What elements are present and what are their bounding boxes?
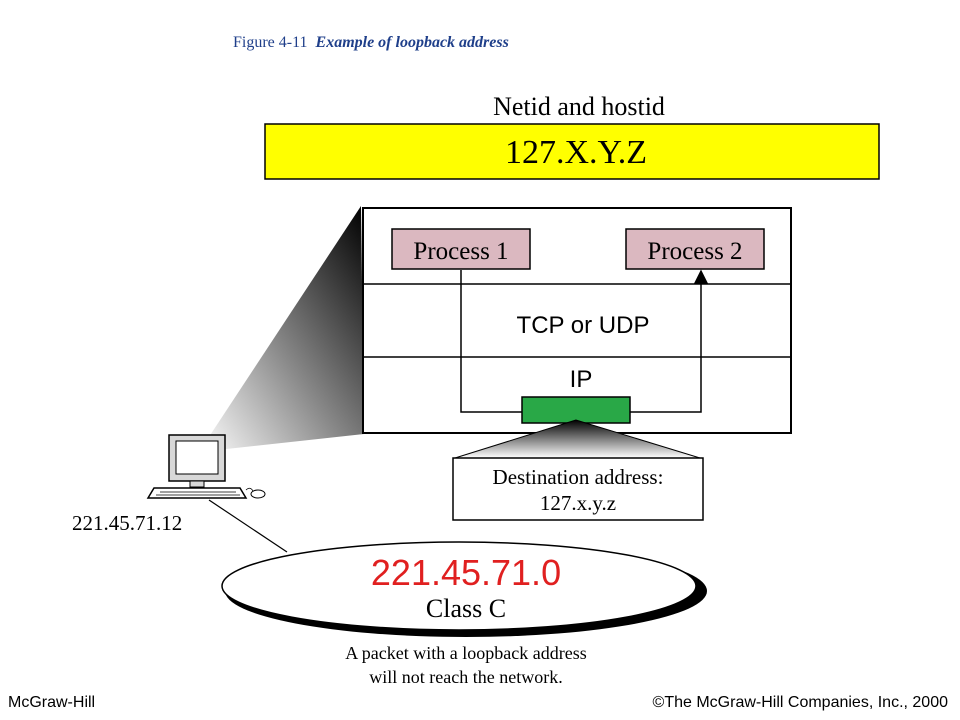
process-2-label: Process 2 bbox=[647, 238, 742, 265]
footer-publisher: McGraw-Hill bbox=[8, 694, 96, 711]
note-line-1: A packet with a loopback address bbox=[345, 643, 586, 663]
computer-ip-label: 221.45.71.12 bbox=[72, 511, 182, 535]
computer-icon bbox=[146, 434, 266, 499]
footer-copyright: ©The McGraw-Hill Companies, Inc., 2000 bbox=[652, 694, 948, 711]
note-line-2: will not reach the network. bbox=[369, 667, 562, 687]
address-heading: Netid and hostid bbox=[493, 92, 665, 121]
process-1-box bbox=[391, 228, 531, 270]
host-stack: Process 1 Process 2 TCP or UDP IP bbox=[362, 207, 792, 434]
process-2-box bbox=[625, 228, 765, 270]
transport-layer-label: TCP or UDP bbox=[517, 312, 650, 339]
address-box bbox=[264, 123, 880, 180]
network-address: 221.45.71.0 bbox=[371, 552, 561, 593]
process-1-label: Process 1 bbox=[413, 238, 508, 265]
zoom-beam bbox=[199, 206, 364, 452]
address-value: 127.X.Y.Z bbox=[505, 134, 647, 171]
destination-value: 127.x.y.z bbox=[540, 491, 616, 515]
computer-link bbox=[208, 499, 288, 553]
figure-number: Figure 4-11 bbox=[233, 34, 308, 51]
ip-layer-label: IP bbox=[570, 366, 593, 393]
figure-title: Example of loopback address bbox=[315, 34, 509, 51]
figure-caption: Figure 4-11 Example of loopback address bbox=[233, 34, 509, 52]
destination-label: Destination address: bbox=[493, 465, 664, 489]
network-class: Class C bbox=[426, 594, 506, 623]
network-ellipse bbox=[221, 541, 697, 631]
destination-callout bbox=[452, 457, 704, 521]
packet bbox=[521, 396, 631, 424]
